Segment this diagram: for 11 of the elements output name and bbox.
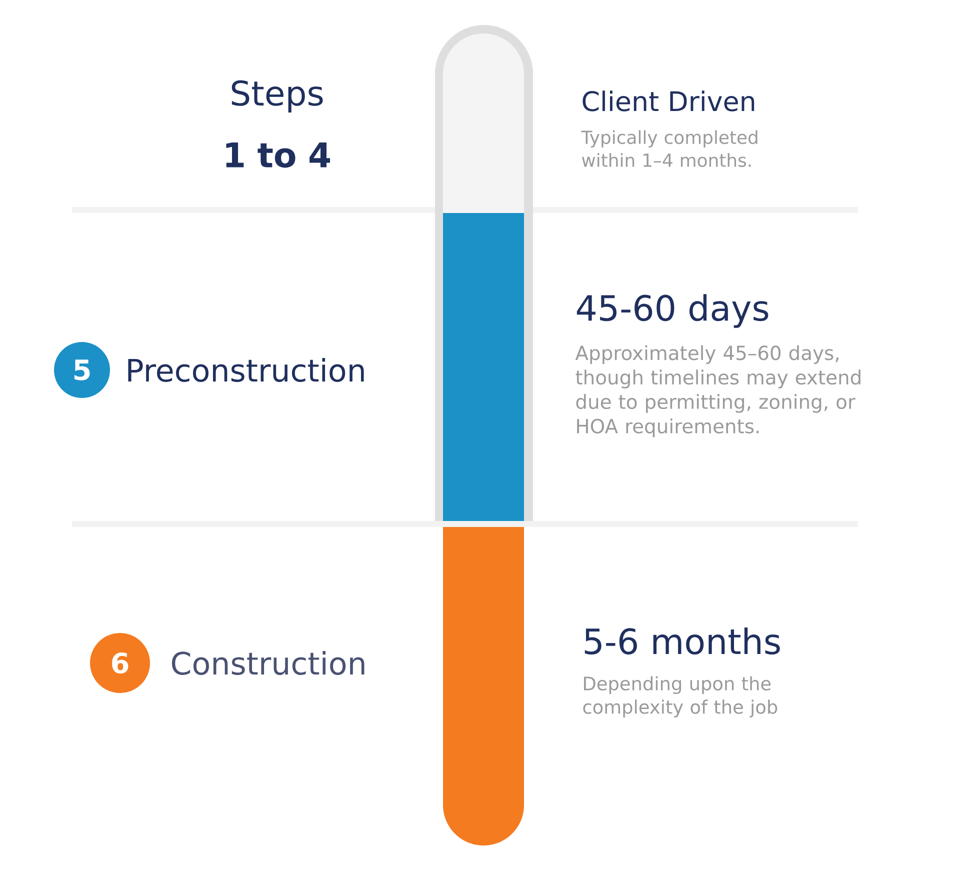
duration-heading: 45-60 days [576,294,768,328]
stage-label: Construction [172,651,364,675]
section-heading: Client Driven [582,90,754,112]
description: Typically completed within 1–4 months. [581,130,758,167]
section-heading: Steps 1 to 4 [226,80,330,168]
description: Approximately 45–60 days, though timelines may extend due to permitting, zoning, or HOA requirements. [575,345,860,438]
number-badge: 5 [54,342,110,398]
duration-heading: 5-6 months [584,628,780,654]
description: Depending upon the complexity of the job [583,676,778,718]
number-badge: 6 [90,633,150,693]
stage-label: Preconstruction [128,358,364,382]
